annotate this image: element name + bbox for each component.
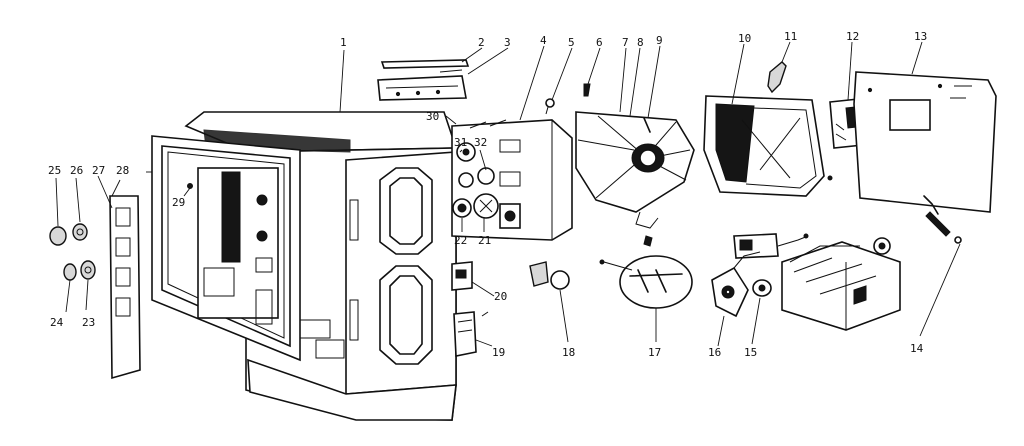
mounting-frame [703,95,833,197]
callout-32: 32 [474,136,487,149]
callout-14: 14 [910,342,924,355]
callout-31: 31 [454,136,467,149]
callout-13: 13 [914,30,927,43]
knob-part-18 [529,261,570,290]
callout-28: 28 [116,164,129,177]
callout-8: 8 [637,36,644,49]
callout-12: 12 [846,30,859,43]
back-panel [853,71,997,213]
socket-part-15 [752,279,772,297]
control-panel [187,167,279,325]
picture-tube-assembly [575,111,695,247]
callout-9: 9 [656,34,663,47]
side-trim-strip [49,195,141,380]
tuner-chassis [451,119,573,241]
callout-10: 10 [738,32,751,45]
focus-assembly-part-17 [599,255,693,309]
bracket-part-5 [545,98,555,115]
callout-22: 22 [454,234,467,247]
speaker-part-19 [453,311,489,357]
callout-17: 17 [648,346,661,359]
callout-29: 29 [172,196,185,209]
callout-5: 5 [568,36,575,49]
callout-15: 15 [744,346,757,359]
main-chassis-board [781,237,901,331]
connector-part [733,233,809,259]
mounting-rails [377,59,470,101]
callout-2: 2 [478,36,485,49]
power-cord [923,195,962,244]
callout-27: 27 [92,164,105,177]
callout-23: 23 [82,316,95,329]
callout-19: 19 [492,346,505,359]
callout-6: 6 [596,36,603,49]
screw-part-6 [583,83,591,97]
callout-25: 25 [48,164,61,177]
callout-18: 18 [562,346,575,359]
callout-1: 1 [340,36,347,49]
callout-20: 20 [494,290,507,303]
callout-26: 26 [70,164,83,177]
callout-4: 4 [540,34,547,47]
clip-part-11 [767,61,787,94]
flyback-part-16 [711,251,761,318]
callout-3: 3 [504,36,511,49]
callout-7: 7 [622,36,629,49]
callout-16: 16 [708,346,721,359]
leader-lines [55,41,961,347]
callout-24: 24 [50,316,64,329]
callout-30: 30 [426,110,439,123]
callout-21: 21 [478,234,491,247]
callout-labels: 1 2 3 4 5 6 7 8 9 10 11 12 13 14 15 16 1… [48,30,927,359]
plate-part-20 [451,261,473,291]
callout-11: 11 [784,30,797,43]
